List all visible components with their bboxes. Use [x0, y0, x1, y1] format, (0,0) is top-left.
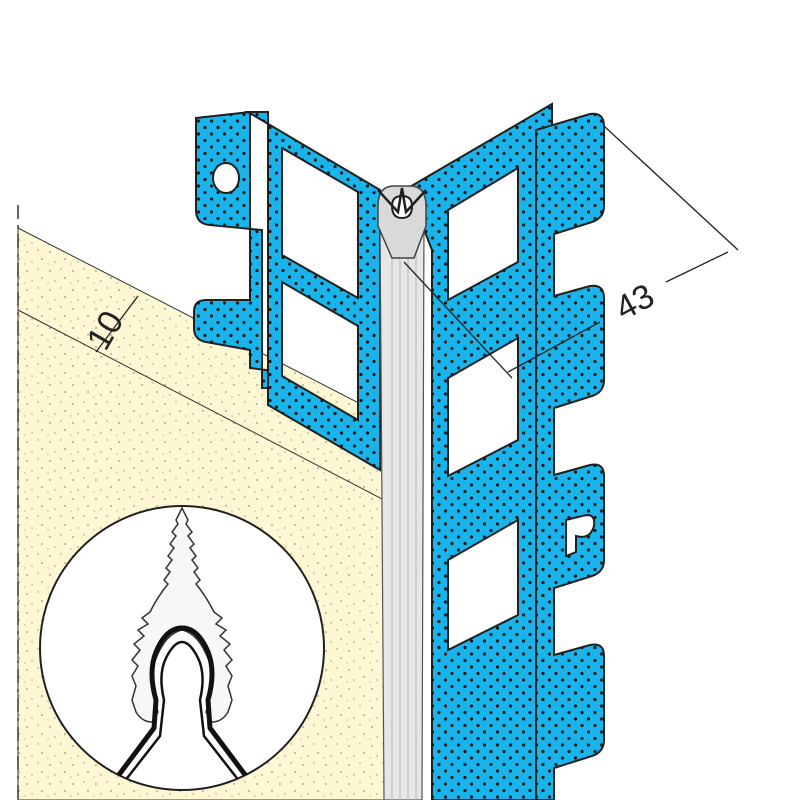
detail-metal-profile	[98, 625, 266, 790]
metal-fold	[377, 187, 427, 215]
pvc-nose-bead	[377, 185, 427, 800]
dim-43-line-bottom	[507, 321, 601, 373]
dim-10-line	[95, 295, 139, 353]
plaster-depth-line	[17, 309, 389, 503]
dim-43-line-top	[665, 251, 729, 283]
left-fixing-hole	[212, 162, 240, 194]
detail-cross-section	[98, 506, 266, 790]
dim-43-extension-bottom	[403, 261, 513, 379]
dim-43-extension-top	[603, 125, 739, 251]
detail-circle-background	[39, 505, 325, 791]
left-mesh-wing	[193, 110, 381, 472]
right-keyhole-notch	[565, 514, 596, 558]
right-mesh-wing	[406, 102, 605, 800]
detail-circle	[39, 505, 325, 791]
dimension-width-label: 43	[609, 277, 660, 328]
bead-body	[379, 217, 425, 800]
